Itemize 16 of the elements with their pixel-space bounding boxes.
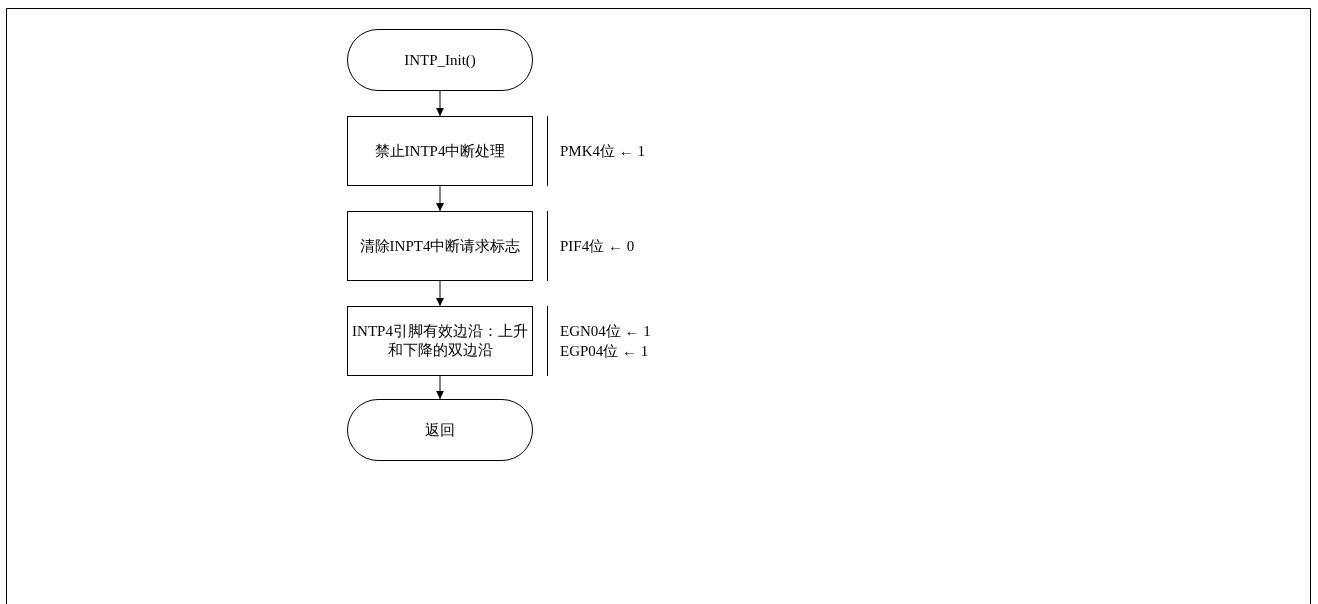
arrow (436, 280, 444, 307)
register-setting: PIF4位 ← 0 (560, 237, 635, 256)
process-box (347, 306, 533, 376)
node-text: 清除INPT4中断请求标志 (359, 236, 521, 256)
node-text: INTP_Init() (404, 51, 476, 69)
arrow (436, 375, 444, 400)
register-setting: EGN04位 ← 1 (560, 322, 651, 341)
arrow (436, 90, 444, 117)
process-box (347, 211, 533, 281)
register-setting: PMK4位 ← 1 (560, 142, 645, 161)
arrow (436, 185, 444, 212)
register-setting: EGP04位 ← 1 (560, 342, 649, 361)
node-text: 禁止INTP4中断处理 (374, 141, 506, 161)
node-text: INTP4引脚有效边沿：上升和下降的双边沿 (351, 322, 529, 360)
node-text: 返回 (425, 420, 455, 440)
process-box (347, 116, 533, 186)
